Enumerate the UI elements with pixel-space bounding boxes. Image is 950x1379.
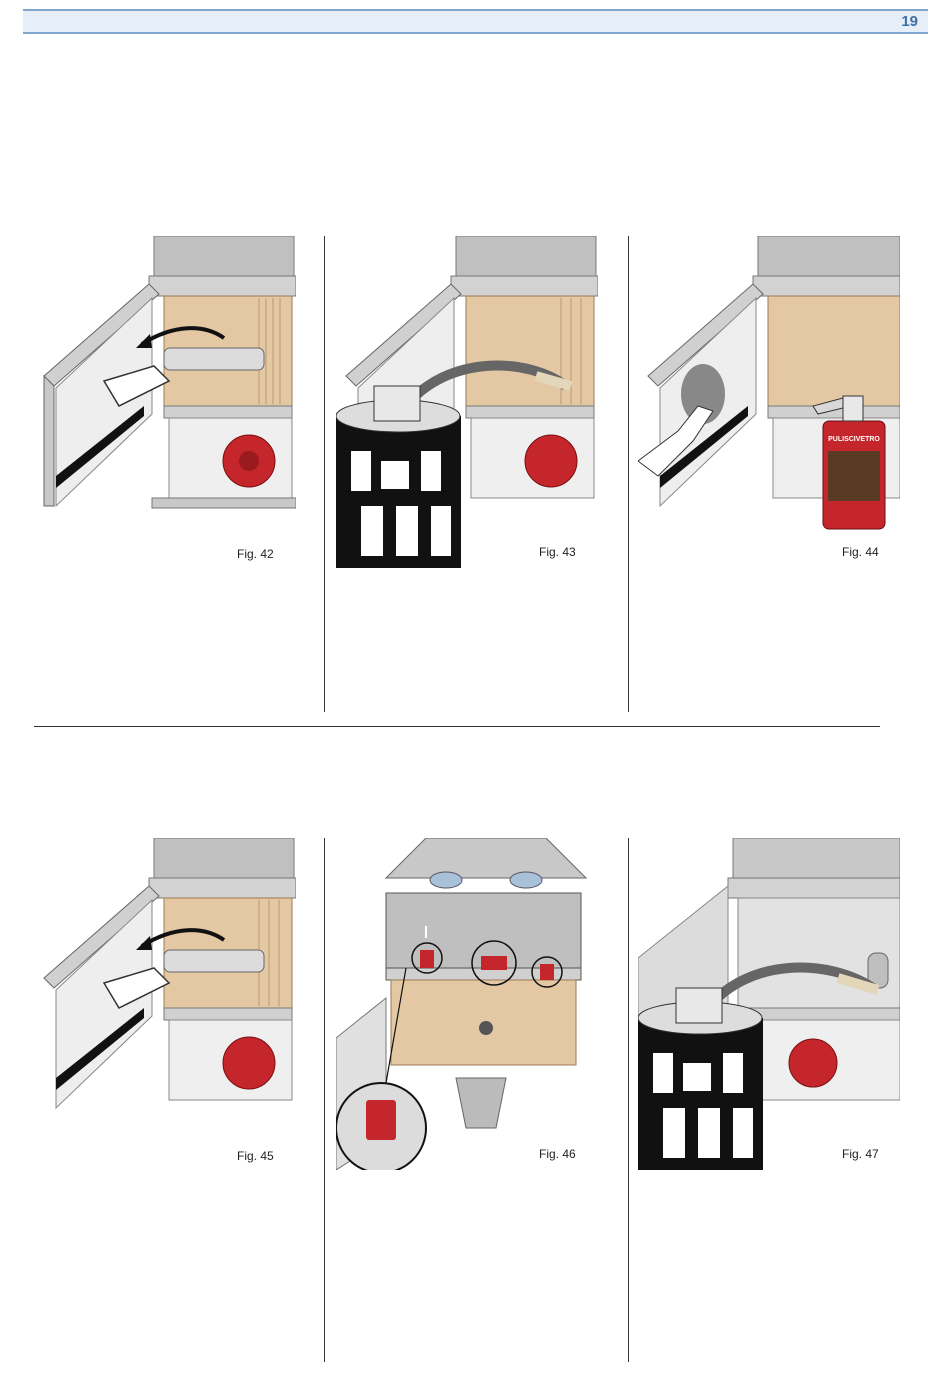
figure-44: PULISCIVETRO Fig. 44 — [638, 236, 900, 568]
figure-caption: Fig. 44 — [842, 545, 879, 559]
figure-caption: Fig. 45 — [237, 1149, 274, 1163]
figure-caption: Fig. 46 — [539, 1147, 576, 1161]
fireplace-ash-pan-illustration — [34, 236, 296, 568]
fireplace-vacuum-illustration — [336, 236, 598, 568]
figure-45: Fig. 45 — [34, 838, 296, 1170]
figure-42: Fig. 42 — [34, 236, 296, 568]
fireplace-glass-cleaning-illustration: PULISCIVETRO — [638, 236, 900, 568]
figure-43: Fig. 43 — [336, 236, 598, 568]
column-divider — [628, 236, 629, 712]
row-divider — [34, 726, 880, 727]
figure-46: Fig. 46 — [336, 838, 598, 1170]
page-header-bar: 19 — [23, 9, 928, 34]
column-divider — [324, 838, 325, 1362]
figure-caption: Fig. 47 — [842, 1147, 879, 1161]
fireplace-vacuum-illustration — [638, 838, 900, 1170]
bottle-label: PULISCIVETRO — [828, 436, 880, 443]
fireplace-baffle-removal-illustration — [336, 838, 598, 1170]
column-divider — [628, 838, 629, 1362]
figure-caption: Fig. 43 — [539, 545, 576, 559]
figure-caption: Fig. 42 — [237, 547, 274, 561]
page-number: 19 — [901, 13, 918, 30]
figure-47: Fig. 47 — [638, 838, 900, 1170]
fireplace-ash-pan-illustration — [34, 838, 296, 1170]
column-divider — [324, 236, 325, 712]
